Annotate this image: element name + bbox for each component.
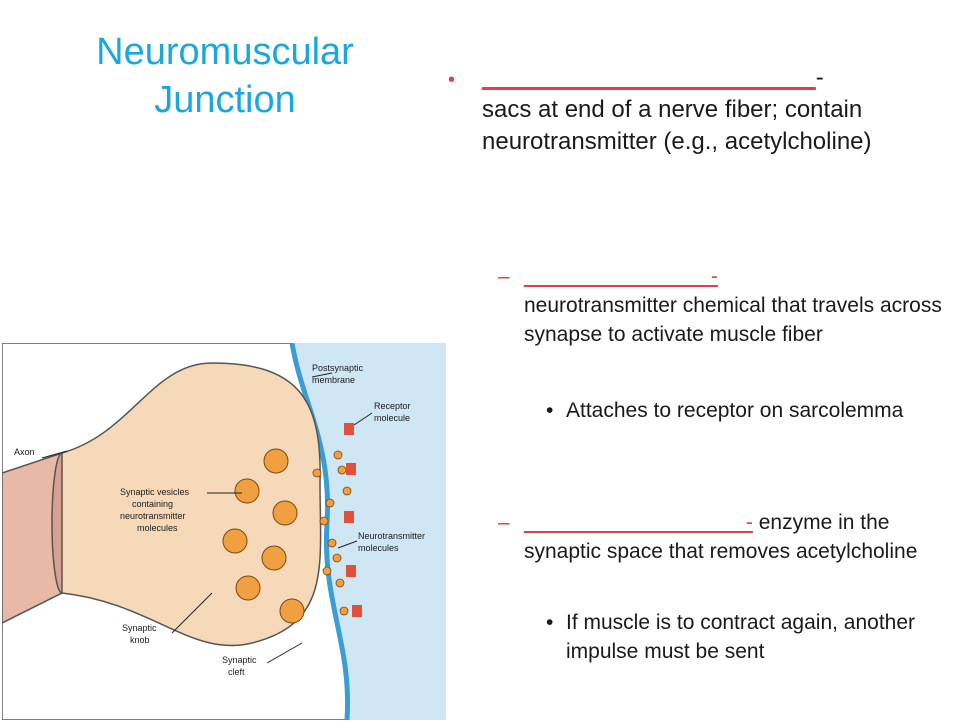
bullet-text: sacs at end of a nerve fiber; contain ne… (482, 96, 872, 155)
label-postsynaptic-2: membrane (312, 375, 355, 385)
sub-sub-bullet-text: Attaches to receptor on sarcolemma (566, 399, 904, 422)
label-vesicles-2: containing (132, 499, 173, 509)
label-knob-2: knob (130, 635, 150, 645)
dash-icon: – (498, 265, 510, 288)
sub-sub-bullet-receptor: • Attaches to receptor on sarcolemma (546, 396, 956, 425)
blank-acetylcholine: ________________- (524, 265, 718, 288)
synaptic-knob (61, 362, 322, 647)
slide-title: Neuromuscular Junction (40, 28, 410, 124)
sub-bullet-text: enzyme in the synaptic space that remove… (524, 511, 918, 563)
sub-bullet-enzyme: – ___________________- enzyme in the syn… (498, 508, 948, 566)
sub-sub-bullet-text: If muscle is to contract again, another … (566, 611, 916, 663)
bullet-dash: - (815, 64, 824, 91)
label-postsynaptic: Postsynaptic (312, 363, 364, 373)
sub-bullet-text: neurotransmitter chemical that travels a… (524, 294, 942, 346)
label-neurotransmitter-2: molecules (358, 543, 399, 553)
sub-bullet-acetylcholine: – ________________- neurotransmitter che… (498, 262, 948, 349)
label-receptor-2: molecule (374, 413, 410, 423)
bullet-dot-icon: • (546, 611, 554, 634)
label-knob: Synaptic (122, 623, 157, 633)
dash-icon: – (498, 511, 510, 534)
title-line-1: Neuromuscular (96, 31, 354, 73)
muscle-fiber (292, 343, 446, 720)
title-line-2: Junction (154, 79, 296, 121)
main-bullet: • _________________________- sacs at end… (448, 62, 928, 158)
label-neurotransmitter: Neurotransmitter (358, 531, 425, 541)
sub-sub-bullet-contract: • If muscle is to contract again, anothe… (546, 608, 956, 666)
bullet-dot-icon: • (448, 69, 456, 91)
diagram-svg: Postsynaptic membrane Receptor molecule … (1, 342, 447, 721)
label-cleft-2: cleft (228, 667, 245, 677)
bullet-dot-icon: • (546, 399, 554, 422)
label-axon: Axon (14, 447, 35, 457)
label-vesicles-3: neurotransmitter (120, 511, 186, 521)
blank-acetylcholinesterase: ___________________- (524, 511, 753, 534)
neurotransmitter-molecules (312, 450, 352, 616)
label-vesicles: Synaptic vesicles (120, 487, 190, 497)
blank-synaptic-vesicles: _________________________ (482, 64, 816, 91)
neuromuscular-junction-diagram: Postsynaptic membrane Receptor molecule … (1, 342, 447, 721)
label-cleft: Synaptic (222, 655, 257, 665)
label-receptor: Receptor (374, 401, 411, 411)
synaptic-vesicles (222, 448, 305, 624)
leader-lines (41, 372, 373, 664)
receptor-molecules (344, 423, 362, 617)
label-vesicles-4: molecules (137, 523, 178, 533)
